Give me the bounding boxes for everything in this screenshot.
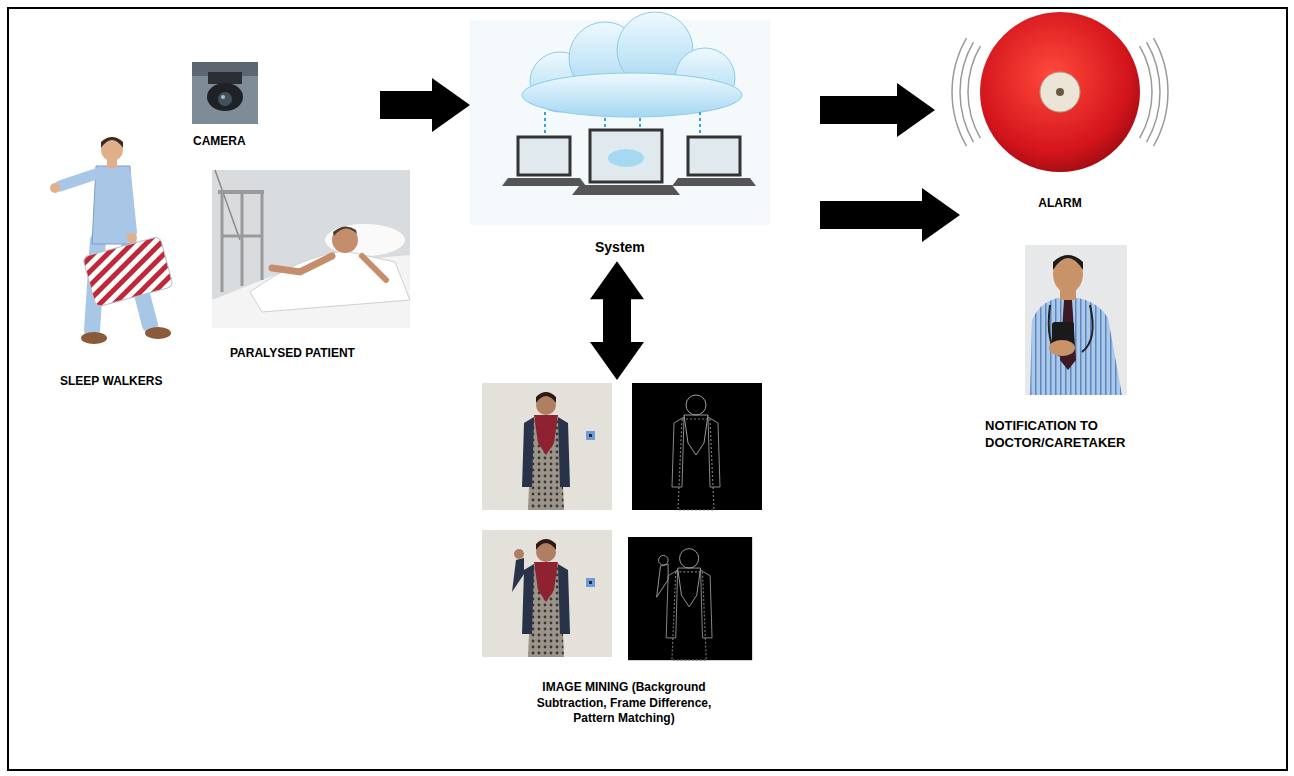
node-label: SLEEP WALKERS <box>60 374 205 390</box>
sleepwalker-figure <box>50 183 60 193</box>
image-mining-pictures <box>512 549 524 592</box>
camera-node: CAMERA <box>188 58 380 152</box>
cloud-system-picture <box>688 137 740 175</box>
image-mining-pictures <box>657 555 668 597</box>
patient-photo <box>362 256 386 280</box>
image-mining-pictures <box>482 383 612 510</box>
sleepwalker-figure <box>83 236 174 307</box>
image-mining-pictures <box>632 383 762 510</box>
camera-icon <box>192 62 258 124</box>
patient-photo <box>215 170 240 240</box>
alarm-bell <box>1040 72 1080 112</box>
frame-border <box>8 8 1287 770</box>
block-arrow <box>820 83 935 137</box>
sleepwalker-figure <box>145 327 171 339</box>
camera-icon <box>218 92 232 106</box>
alarm-bell <box>968 46 980 138</box>
sleepwalker-figure <box>83 236 174 307</box>
patient-photo <box>272 256 332 272</box>
alarm-bell <box>1147 42 1160 142</box>
camera-icon <box>221 95 225 99</box>
doctor-photo <box>1025 245 1127 395</box>
alarm-bell <box>1056 88 1064 96</box>
cloud-system-picture <box>590 130 662 182</box>
node-label: NOTIFICATION TO DOCTOR/CARETAKER <box>985 418 1165 452</box>
alarm-bell <box>952 38 966 146</box>
patient-photo <box>333 226 357 236</box>
sleepwalker-figure <box>127 233 137 243</box>
cloud-system-picture <box>672 178 756 186</box>
camera-icon <box>192 62 258 124</box>
sleepwalker-node: SLEEP WALKERS <box>40 138 205 392</box>
image-mining-pictures <box>482 383 762 660</box>
alarm-bell <box>980 12 1140 172</box>
image-mining-pictures <box>482 530 612 657</box>
cloud-system-picture <box>522 73 742 117</box>
node-label: CAMERA <box>193 134 380 150</box>
patient-node: PARALYSED PATIENT <box>210 168 412 364</box>
cloud-system-picture <box>699 112 701 135</box>
block-arrow <box>380 78 470 132</box>
node-label: ALARM <box>935 196 1185 212</box>
node-label: PARALYSED PATIENT <box>230 346 412 362</box>
block-arrow <box>590 261 644 380</box>
camera-icon <box>207 83 243 111</box>
cloud-system-picture <box>518 137 570 175</box>
doctor-photo <box>1025 245 1127 395</box>
image-mining-node: IMAGE MINING (Background Subtraction, Fr… <box>478 380 770 729</box>
patient-photo <box>212 170 410 328</box>
doctor-photo <box>1053 255 1083 270</box>
sleepwalker-figure <box>101 137 123 148</box>
alarm-bell <box>1140 46 1152 138</box>
alarm-node: ALARM <box>935 8 1185 214</box>
image-mining-pictures <box>628 537 752 660</box>
patient-photo <box>250 251 410 312</box>
patient-photo <box>212 170 410 328</box>
alarm-bell <box>1154 38 1168 146</box>
cloud-system-picture <box>470 12 770 225</box>
cloud-system-picture <box>522 12 742 117</box>
alarm-bell <box>952 12 1168 172</box>
patient-photo <box>222 235 262 238</box>
sleepwalker-figure <box>126 174 132 232</box>
patient-photo <box>241 190 244 286</box>
cloud-system-picture <box>502 178 586 186</box>
notification-node: NOTIFICATION TO DOCTOR/CARETAKER <box>960 200 1165 454</box>
cloud-system-picture <box>544 112 546 135</box>
cloud-system-picture <box>639 118 641 128</box>
patient-photo <box>332 227 358 253</box>
node-label: IMAGE MINING (Background Subtraction, Fr… <box>517 680 732 727</box>
sleepwalker-figure <box>60 172 102 186</box>
alarm-bell <box>960 42 973 142</box>
cloud-system-picture <box>572 185 680 195</box>
node-label: System <box>595 238 820 256</box>
sleepwalker-figure <box>81 332 107 344</box>
patient-photo <box>221 190 224 292</box>
doctor-photo <box>1030 298 1122 395</box>
doctor-photo <box>1082 305 1093 352</box>
camera-icon <box>208 72 242 84</box>
cloud-system-picture <box>604 118 606 128</box>
sleepwalker-figure <box>50 137 173 344</box>
doctor-photo <box>1049 340 1075 356</box>
cloud-system-picture <box>608 149 644 167</box>
doctor-photo <box>1053 255 1083 293</box>
patient-photo <box>325 224 405 256</box>
block-arrow <box>820 188 960 242</box>
system-node: System <box>470 20 820 261</box>
